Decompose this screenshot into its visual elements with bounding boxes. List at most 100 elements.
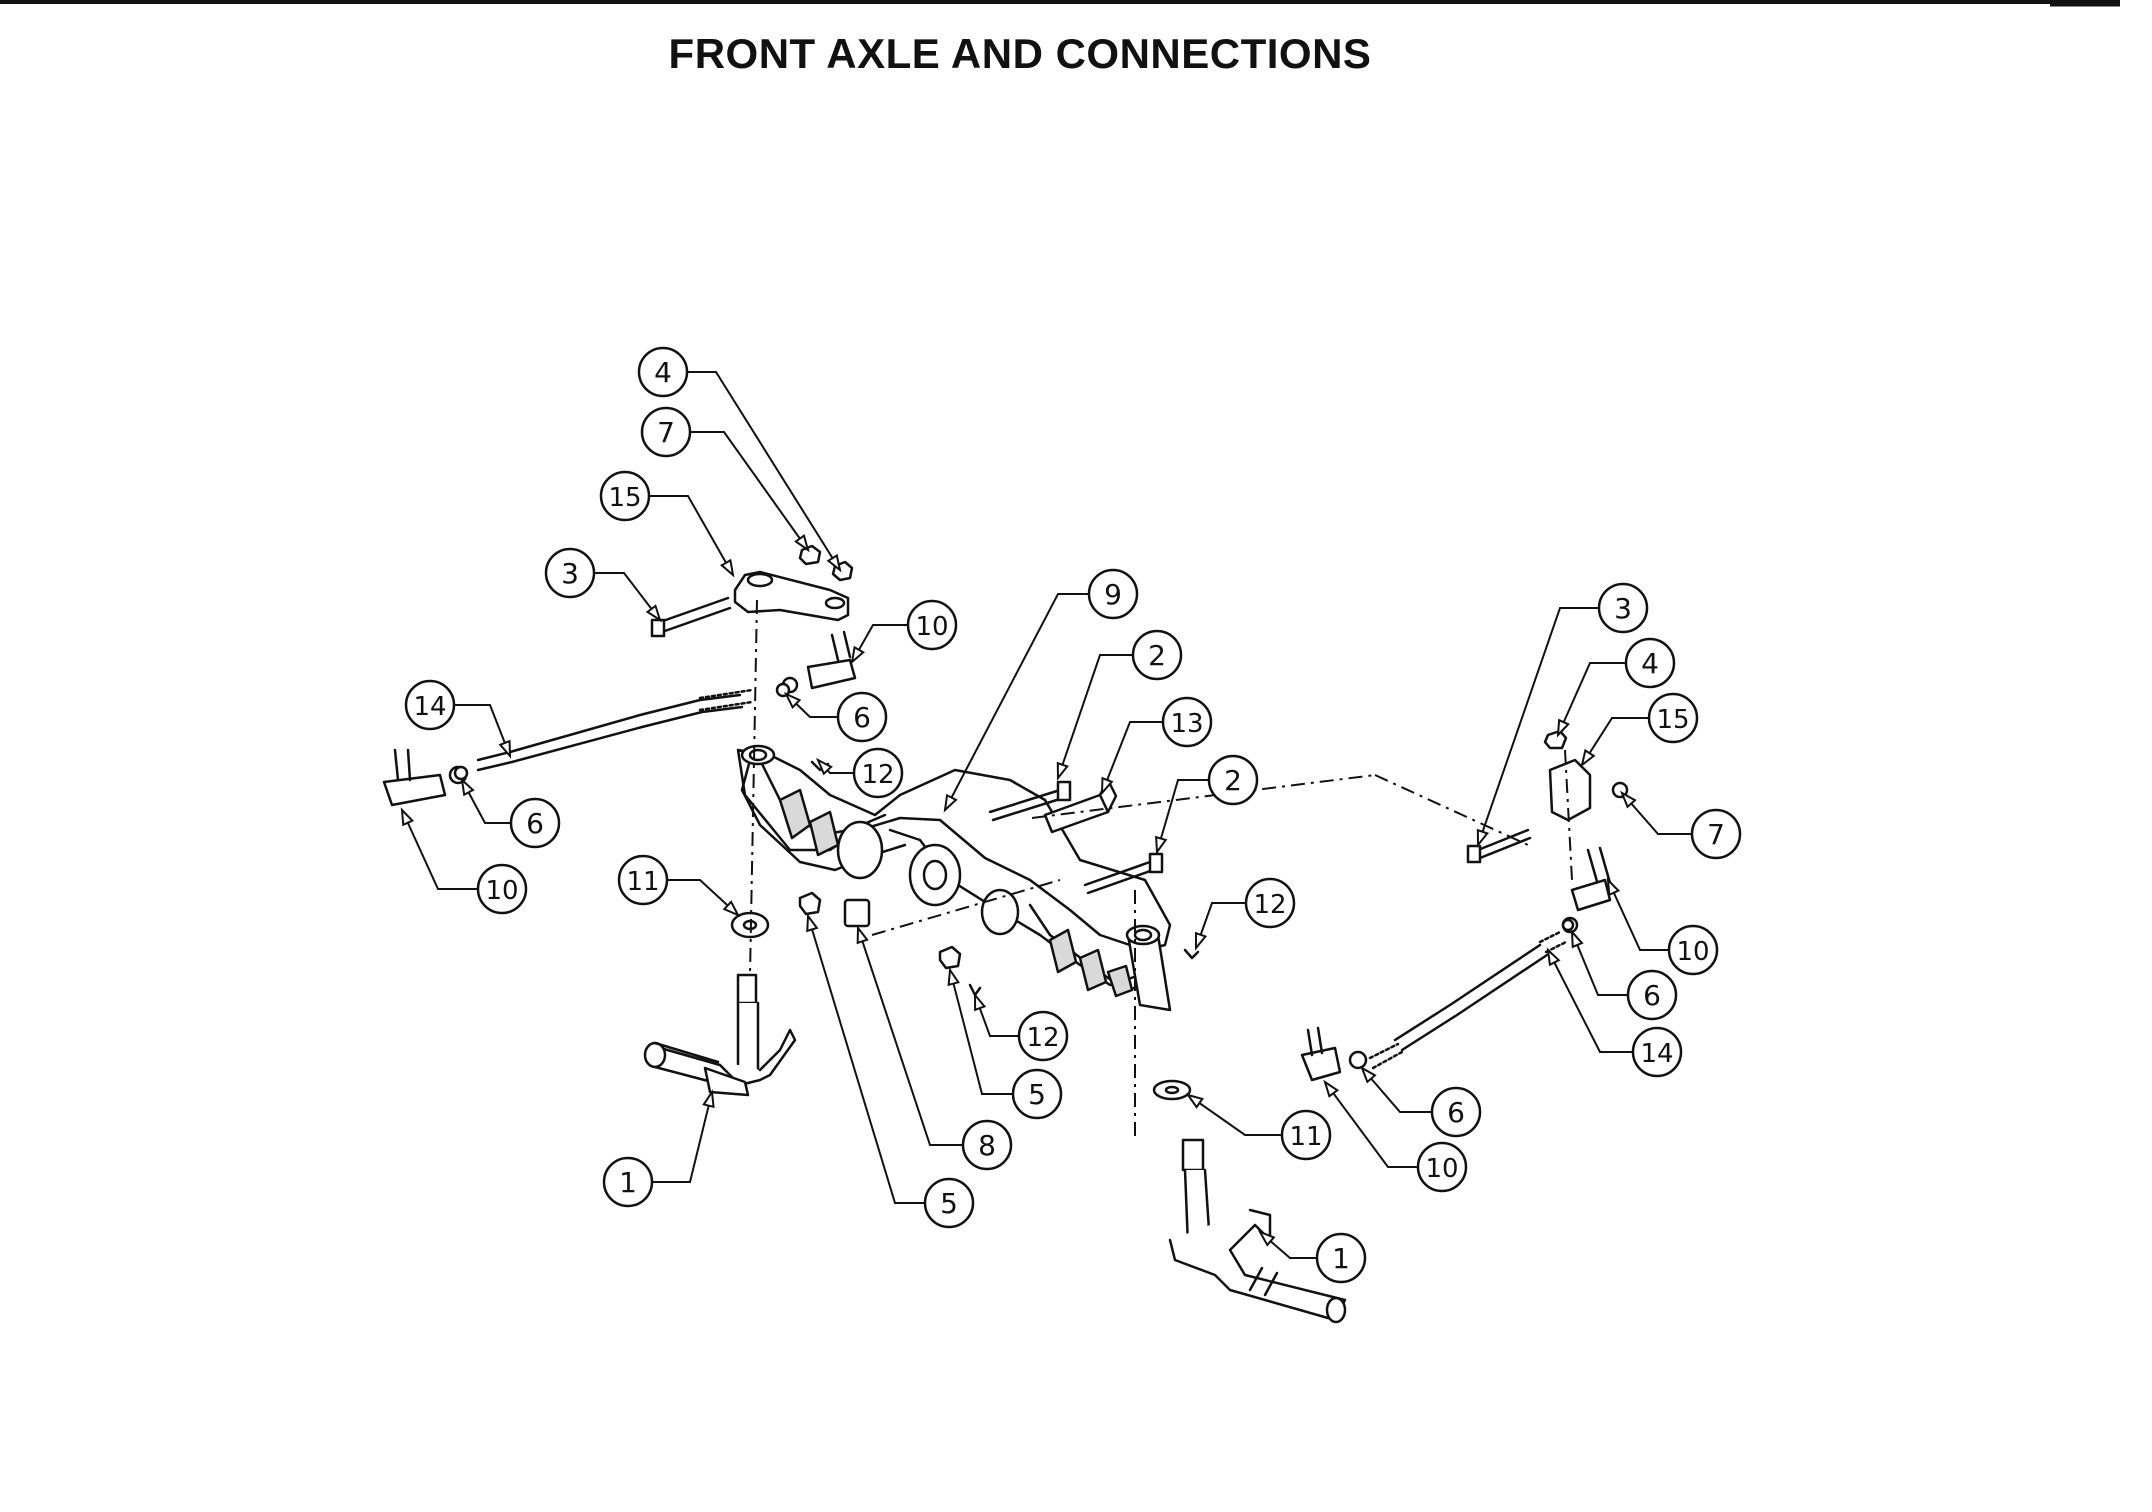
leader-arrowhead: [1155, 835, 1168, 855]
leader-line: [1621, 792, 1691, 835]
leader-line: [653, 1091, 713, 1183]
leader-line: [1324, 1081, 1417, 1168]
callout-c6b: 6: [460, 777, 561, 849]
callout-bubble: [602, 1156, 654, 1208]
callout-bubble: [1207, 754, 1259, 806]
callout-c12a: 12: [815, 747, 904, 799]
leader-arrowhead: [498, 739, 512, 759]
leader-arrowhead: [400, 807, 415, 827]
callout-bubble: [1280, 1109, 1332, 1161]
pivot-bolt-lower: [1083, 852, 1164, 895]
callout-bubble: [640, 406, 692, 458]
callout-bubble: [1017, 1010, 1069, 1062]
leader-arrowhead: [1580, 748, 1596, 768]
callout-c1b: 1: [1257, 1230, 1367, 1284]
leader-line: [949, 969, 1012, 1095]
callout-c3a: 3: [544, 547, 662, 623]
leader-line: [691, 431, 809, 551]
leader-line: [1361, 1067, 1431, 1113]
leader-arrowhead: [1476, 828, 1489, 848]
leader-line: [1547, 949, 1632, 1053]
callout-bubble: [1647, 692, 1699, 744]
leader-arrowhead: [1360, 1065, 1377, 1084]
leader-arrowhead: [850, 645, 865, 665]
callout-number: 14: [413, 692, 446, 722]
callout-number: 12: [1253, 890, 1286, 920]
right-spindle-washer: [1152, 1079, 1192, 1101]
callout-number: 10: [1676, 937, 1709, 967]
callout-bubble: [1244, 877, 1296, 929]
callout-bubble: [1315, 1232, 1367, 1284]
callout-c10d: 10: [1323, 1079, 1468, 1193]
left-spindle: [643, 973, 797, 1097]
callout-number: 12: [861, 760, 894, 790]
callout-bubble: [852, 747, 904, 799]
leader-line: [1581, 717, 1648, 766]
leader-line: [1477, 607, 1598, 846]
assembly-centerlines: [749, 599, 1573, 1140]
callout-number: 14: [1640, 1039, 1673, 1069]
leader-line: [650, 495, 734, 576]
leader-line: [401, 809, 477, 890]
callout-bubble: [599, 470, 651, 522]
leader-arrowhead: [722, 900, 741, 918]
callout-number: 4: [1641, 647, 1659, 680]
callout-bubble: [1690, 808, 1742, 860]
leader-line: [688, 371, 841, 571]
leader-arrowhead: [1570, 929, 1584, 949]
callout-c11b: 11: [1185, 1093, 1332, 1161]
leader-arrowhead: [645, 604, 662, 623]
leader-arrowhead: [973, 992, 987, 1012]
leader-arrowhead: [702, 1089, 715, 1109]
callout-bubble: [1416, 1141, 1468, 1193]
callout-c10a: 10: [850, 599, 958, 665]
callout-bubble: [637, 346, 689, 398]
leader-line: [668, 879, 739, 916]
callout-bubble: [836, 691, 888, 743]
callout-number: 12: [1026, 1023, 1059, 1053]
leader-line: [1571, 931, 1627, 996]
callout-bubble: [509, 797, 561, 849]
callout-number: 6: [853, 701, 871, 734]
leader-line: [1607, 879, 1668, 951]
callout-number: 13: [1170, 709, 1203, 739]
callout-bubble: [1011, 1068, 1063, 1120]
leader-arrowhead: [943, 793, 958, 813]
leader-arrowhead: [1556, 718, 1570, 738]
callout-c3b: 3: [1476, 582, 1649, 848]
left-nut-5: [798, 891, 822, 916]
left-nuts: [798, 544, 854, 582]
callout-number: 10: [485, 876, 518, 906]
callout-bubble: [617, 854, 669, 906]
leader-line: [1195, 902, 1245, 949]
callout-number: 2: [1148, 639, 1166, 672]
callout-c9: 9: [943, 568, 1139, 813]
callout-number: 2: [1224, 764, 1242, 797]
right-steering-arm: [1548, 758, 1629, 822]
leader-arrowhead: [1100, 776, 1114, 796]
leader-line: [1101, 721, 1162, 794]
callout-c5b: 5: [806, 913, 975, 1229]
callout-bubble: [1667, 924, 1719, 976]
callout-bubble: [1597, 582, 1649, 634]
front-axle-beam: [736, 744, 1172, 1012]
right-tie-rod: [1368, 916, 1579, 1070]
leader-line: [857, 927, 962, 1146]
callout-number: 10: [1425, 1154, 1458, 1184]
left-steering-arm: [733, 570, 850, 622]
leader-arrowhead: [460, 777, 475, 797]
right-spindle: [1168, 1138, 1347, 1324]
callout-number: 10: [915, 612, 948, 642]
callout-c13: 13: [1100, 696, 1213, 796]
callout-bubble: [544, 547, 596, 599]
callout-bubble: [1161, 696, 1213, 748]
callout-bubble: [906, 599, 958, 651]
callout-number: 15: [1656, 705, 1689, 735]
leader-line: [1156, 779, 1208, 853]
leader-arrowhead: [806, 913, 819, 933]
left-tie-rod: [476, 688, 754, 772]
leader-line: [455, 704, 511, 757]
leader-arrowhead: [1056, 761, 1069, 781]
